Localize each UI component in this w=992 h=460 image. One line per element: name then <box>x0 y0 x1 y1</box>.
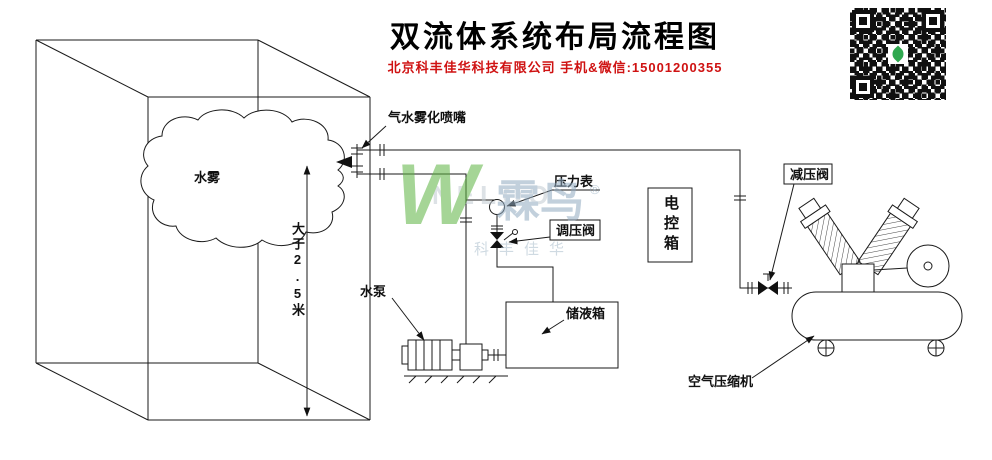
compressor-leader <box>751 335 815 379</box>
pressure-gauge-assembly <box>489 199 518 248</box>
qr-finder-top-left <box>852 10 874 32</box>
storage-tank-label: 储液箱 <box>565 306 605 321</box>
water-pump <box>401 339 508 384</box>
reducing-valve-label: 减压阀 <box>790 167 829 182</box>
company-contact-line: 北京科丰佳华科技有限公司 手机&微信:15001200355 <box>387 60 723 75</box>
nozzle <box>336 144 363 178</box>
pressure-gauge-dial <box>489 199 505 215</box>
reducing-valve-label-box <box>783 163 833 185</box>
reducing-valve-leader <box>768 183 795 281</box>
qr-code <box>850 8 946 100</box>
regulating-valve-symbol <box>490 232 504 240</box>
mist-cloud <box>140 109 345 248</box>
regulating-valve-leader <box>508 236 551 245</box>
nozzle-leader <box>361 125 387 149</box>
pump-leader <box>391 297 425 341</box>
compressor-cylinder-right <box>857 197 920 276</box>
regulating-valve-label-box <box>549 219 601 241</box>
control-box <box>647 187 693 263</box>
compressor-tank <box>791 291 963 341</box>
water-pump-label: 水泵 <box>360 284 386 299</box>
pressure-gauge-label: 压力表 <box>554 174 594 189</box>
storage-tank <box>505 301 619 369</box>
regulating-valve-label: 调压阀 <box>556 223 595 238</box>
air-compressor <box>791 197 963 357</box>
gauge-leader <box>506 189 600 207</box>
qr-finder-top-right <box>922 10 944 32</box>
compressor-crankcase <box>841 263 875 293</box>
control-box-label: 电控箱 <box>662 195 679 255</box>
nozzle-label: 气水雾化喷嘴 <box>388 110 466 125</box>
leaf-icon <box>889 45 907 63</box>
min-height-label: 大于2.5米 <box>290 222 305 318</box>
air-pipe <box>357 144 792 294</box>
water-pipe <box>357 168 554 344</box>
qr-finder-bottom-left <box>852 76 874 98</box>
tank-leader <box>541 319 565 335</box>
page-title: 双流体系统布局流程图 <box>390 21 720 54</box>
qr-center-logo <box>888 44 908 64</box>
reducing-valve-symbol <box>758 273 778 295</box>
mist-label: 水雾 <box>194 170 221 185</box>
air-compressor-label: 空气压缩机 <box>688 374 753 389</box>
leader-lines <box>361 125 815 379</box>
